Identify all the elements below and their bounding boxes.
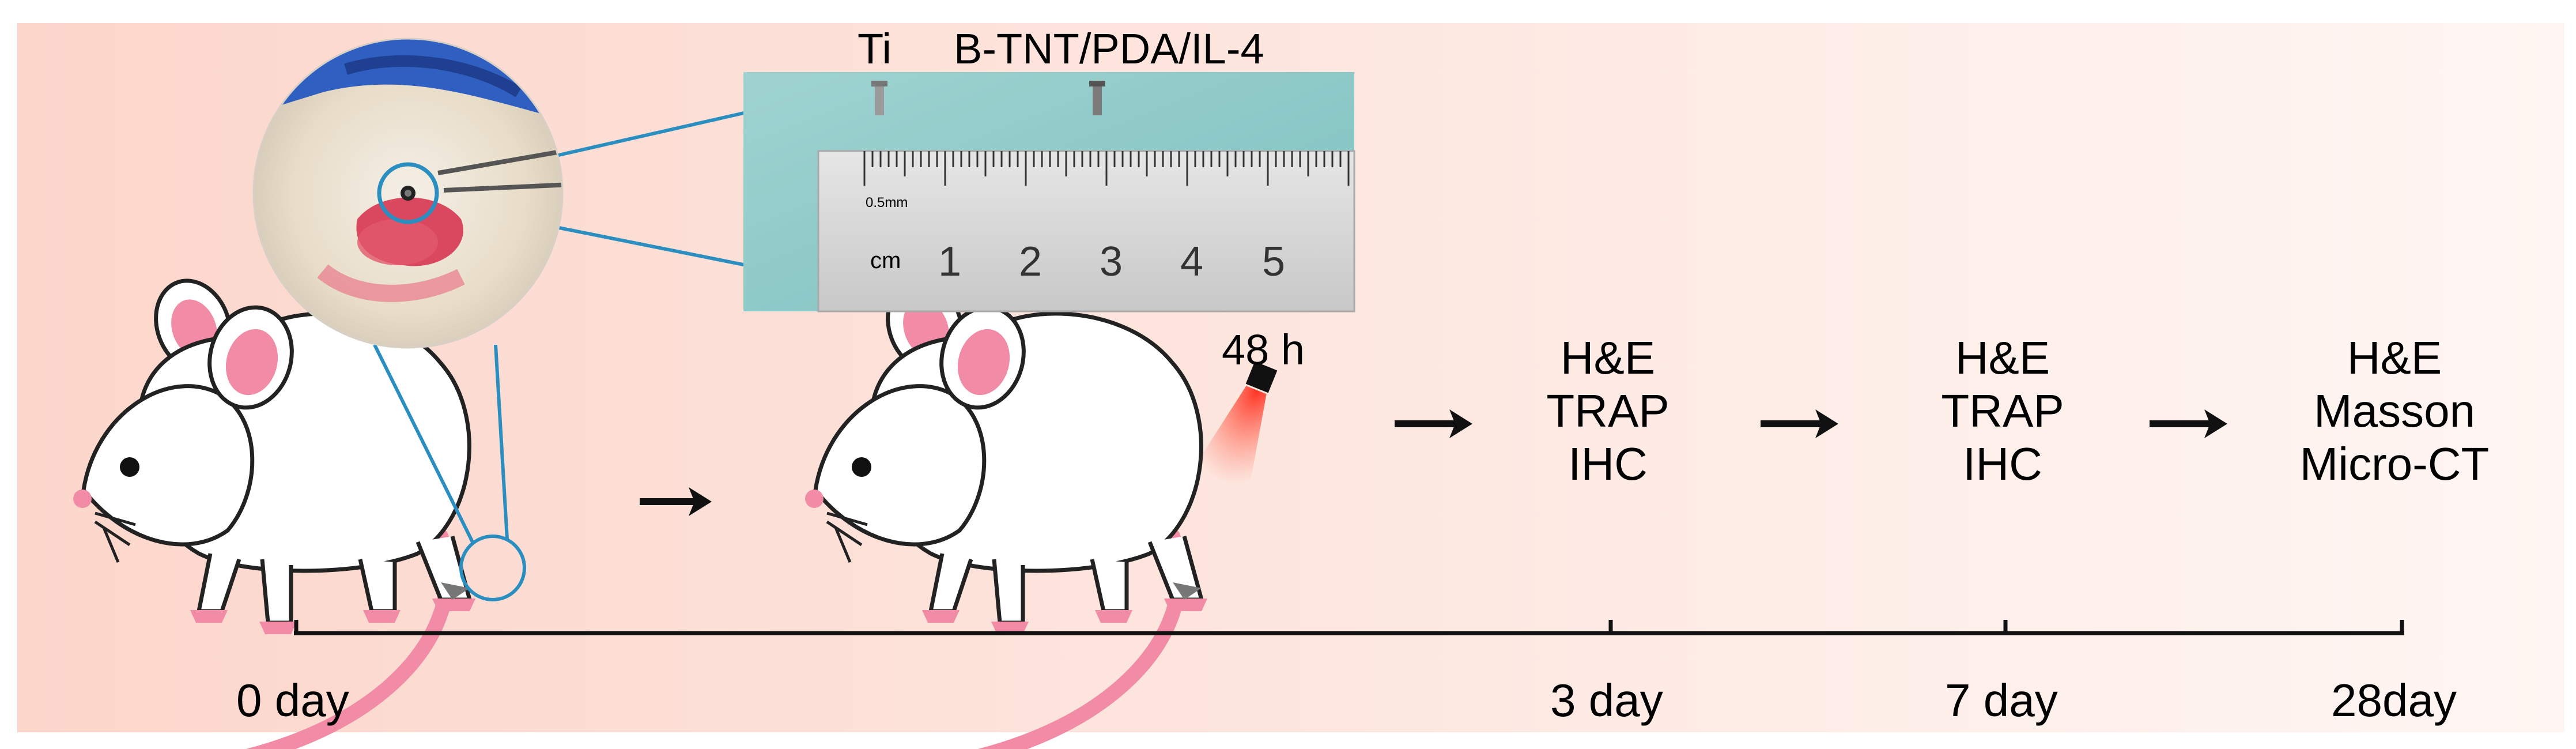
implant-site-circle: [459, 535, 526, 601]
ruler-number-4: 4: [1180, 239, 1204, 285]
analysis-item: IHC: [1568, 438, 1648, 490]
implant-label-ti: Ti: [858, 25, 892, 73]
implant-label-coated: B-TNT/PDA/IL-4: [954, 25, 1264, 73]
timeline-label-day-7: 7 day: [1945, 675, 2058, 726]
timeline-label-day-28: 28day: [2331, 675, 2457, 726]
analysis-item: H&E: [1955, 332, 2050, 383]
ruler-number-5: 5: [1262, 239, 1286, 285]
analysis-item: Masson: [2313, 385, 2476, 436]
analysis-item: Micro-CT: [2299, 438, 2490, 490]
ruler-number-2: 2: [1019, 239, 1043, 285]
implant-photo: [743, 72, 1355, 313]
analysis-stage-2: H&E TRAP IHC: [1916, 332, 2089, 491]
timeline-label-day-0: 0 day: [236, 675, 349, 726]
analysis-item: IHC: [1963, 438, 2042, 490]
ruler-number-3: 3: [1100, 239, 1123, 285]
ruler-ticks: [863, 151, 1350, 186]
zoom-circle: [377, 162, 439, 224]
analysis-item: H&E: [1560, 332, 1656, 383]
process-arrows: [640, 409, 2227, 516]
analysis-item: TRAP: [1941, 385, 2064, 436]
irradiation-time-label: 48 h: [1222, 326, 1305, 374]
laser-probe: [1192, 361, 1278, 493]
analysis-item: H&E: [2347, 332, 2442, 383]
ruler-scale-label: 0.5mm: [866, 195, 908, 210]
analysis-stage-3: H&E Masson Micro-CT: [2273, 332, 2515, 491]
timeline-label-day-3: 3 day: [1550, 675, 1663, 726]
analysis-item: TRAP: [1546, 385, 1670, 436]
timeline: [294, 620, 2404, 635]
ruler-unit-label: cm: [870, 248, 901, 273]
analysis-stage-1: H&E TRAP IHC: [1521, 332, 1694, 491]
ruler-number-1: 1: [938, 239, 962, 285]
